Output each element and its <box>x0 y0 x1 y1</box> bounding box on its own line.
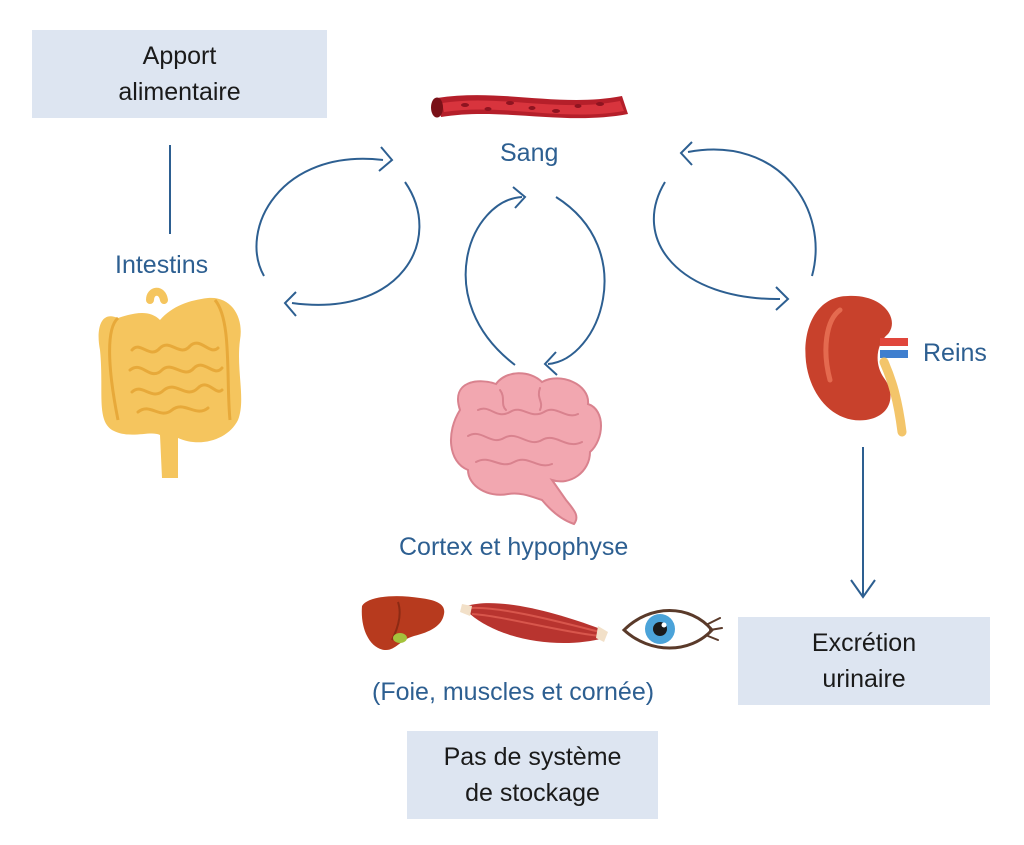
no-storage-line1: Pas de système <box>443 743 622 771</box>
arrow-blood-to-intestines <box>291 181 421 306</box>
arrowhead-kidneys-to-blood <box>679 141 693 166</box>
dietary-intake-box: Apport alimentaire <box>32 30 327 118</box>
arrowhead-blood-to-cortex <box>543 351 558 376</box>
liver-icon <box>361 596 445 650</box>
arrow-kidneys-to-blood <box>687 148 817 277</box>
intestines-label: Intestins <box>115 251 209 279</box>
kidney-icon <box>805 295 908 437</box>
cortex-pituitary-label: Cortex et hypophyse <box>399 533 629 561</box>
eye-icon <box>621 609 723 650</box>
blood-label: Sang <box>500 139 559 167</box>
no-storage-box: Pas de système de stockage <box>407 731 658 819</box>
arrow-intestines-to-blood <box>255 157 384 277</box>
arrow-blood-to-kidneys <box>653 181 781 301</box>
arrowhead-blood-to-kidneys <box>775 286 790 311</box>
kidneys-label: Reins <box>923 339 987 367</box>
arrowhead-intestines-to-blood <box>378 146 394 172</box>
blood-vessel-icon <box>431 95 628 119</box>
tissues-label: (Foie, muscles et cornée) <box>372 678 655 706</box>
arrowhead-blood-to-intestines <box>283 291 297 317</box>
dietary-intake-line1: Apport <box>142 42 217 70</box>
urinary-excretion-line1: Excrétion <box>811 629 917 657</box>
intestine-icon <box>98 287 242 478</box>
arrowhead-cortex-to-blood <box>512 186 527 209</box>
no-storage-line2: de stockage <box>465 779 600 807</box>
arrow-cortex-to-blood <box>464 196 523 366</box>
dietary-intake-line2: alimentaire <box>118 78 241 106</box>
urinary-excretion-line2: urinaire <box>822 665 906 693</box>
brain-icon <box>449 372 602 526</box>
muscle-icon <box>460 603 608 644</box>
arrow-blood-to-cortex <box>547 196 606 365</box>
urinary-excretion-box: Excrétion urinaire <box>738 617 990 705</box>
excretion-arrowhead <box>850 579 876 599</box>
